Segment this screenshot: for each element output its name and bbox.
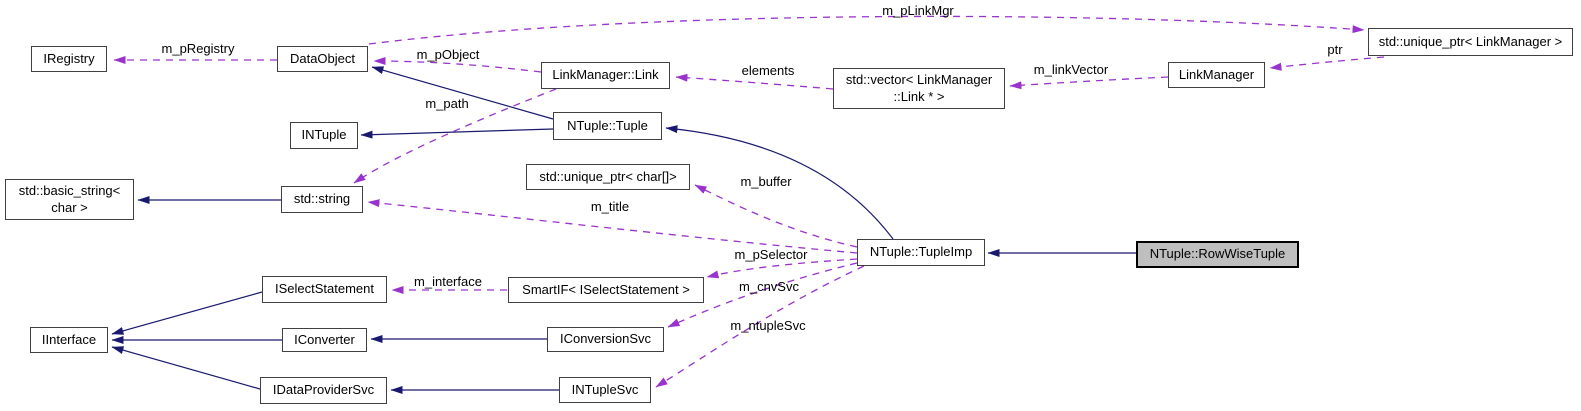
- node-iselectstatement[interactable]: ISelectStatement: [262, 276, 387, 303]
- node-smartif-iselectstatement[interactable]: SmartIF< ISelectStatement >: [508, 277, 704, 303]
- node-intuplesvc[interactable]: INTupleSvc: [559, 377, 651, 403]
- node-ntuple-rowwisetuple-main: NTuple::RowWiseTuple: [1136, 241, 1299, 268]
- node-ntuple-tuple[interactable]: NTuple::Tuple: [553, 112, 662, 140]
- edge-label-m-linkvector: m_linkVector: [1033, 62, 1109, 77]
- edge-label-m-ntuplesvc: m_ntupleSvc: [730, 318, 806, 333]
- edge-label-m-pselector: m_pSelector: [734, 247, 808, 262]
- node-iinterface[interactable]: IInterface: [30, 327, 108, 353]
- node-unique-ptr-linkmanager[interactable]: std::unique_ptr< LinkManager >: [1368, 28, 1573, 56]
- edge-label-m-pregistry: m_pRegistry: [161, 41, 235, 56]
- edge-label-m-path: m_path: [425, 96, 469, 111]
- edge-inherit-idataprovidersvc-iinterface: [111, 346, 261, 390]
- node-linkmanager[interactable]: LinkManager: [1168, 62, 1265, 88]
- edge-use-linkmanager-vector-m-linkvector: [1009, 76, 1169, 90]
- edge-use-tupleimp-string-m-title: [367, 199, 858, 254]
- edge-label-m-pobject: m_pObject: [416, 47, 480, 62]
- node-intuple[interactable]: INTuple: [290, 122, 358, 149]
- edge-use-tupleimp-uniqueptrchar-m-buffer: [694, 184, 858, 248]
- edge-inherit-tuple-intuple: [360, 128, 554, 139]
- edge-inherit-tupleimp-tuple: [665, 125, 894, 240]
- node-idataprovidersvc[interactable]: IDataProviderSvc: [260, 377, 387, 404]
- edge-use-link-string-m-path: [353, 88, 557, 184]
- edge-use-uniqueptr-linkmanager-ptr: [1269, 56, 1385, 71]
- edge-label-ptr: ptr: [1327, 42, 1343, 57]
- edge-label-m-interface: m_interface: [414, 274, 482, 289]
- edge-use-vector-link-elements: [675, 73, 834, 90]
- edge-use-tupleimp-iconversionsvc-m-cnvsvc: [667, 262, 858, 328]
- edge-label-m-buffer: m_buffer: [740, 174, 792, 189]
- node-basic-string-char[interactable]: std::basic_string< char >: [5, 179, 134, 220]
- node-std-string[interactable]: std::string: [281, 186, 363, 213]
- node-ntuple-tupleimp[interactable]: NTuple::TupleImp: [857, 239, 985, 266]
- node-iregistry[interactable]: IRegistry: [31, 46, 107, 72]
- edge-use-link-dataobject-m-pobject: [373, 57, 542, 73]
- node-vector-linkmanager-link[interactable]: std::vector< LinkManager ::Link * >: [833, 68, 1005, 109]
- edge-inherit-tuple-dataobject: [371, 66, 554, 120]
- node-iconversionsvc[interactable]: IConversionSvc: [547, 327, 664, 352]
- edge-label-m-plinkmgr: m_pLinkMgr: [882, 3, 954, 18]
- node-unique-ptr-char[interactable]: std::unique_ptr< char[]>: [526, 164, 690, 190]
- node-linkmanager-link[interactable]: LinkManager::Link: [541, 62, 670, 89]
- edge-use-tupleimp-smartif-m-pselector: [706, 258, 858, 279]
- edge-use-tupleimp-intuplesvc-m-ntuplesvc: [655, 265, 865, 388]
- edge-use-dataobject-uniqueptrlinkmanager-m-plinkmgr: [368, 15, 1365, 45]
- edge-inherit-iselectstatement-iinterface: [111, 291, 263, 335]
- edge-label-m-title: m_title: [590, 199, 630, 214]
- edge-label-m-cnvsvc: m_cnvSvc: [739, 279, 799, 294]
- node-iconverter[interactable]: IConverter: [282, 328, 367, 352]
- node-dataobject[interactable]: DataObject: [277, 46, 368, 72]
- edge-label-elements: elements: [741, 63, 795, 78]
